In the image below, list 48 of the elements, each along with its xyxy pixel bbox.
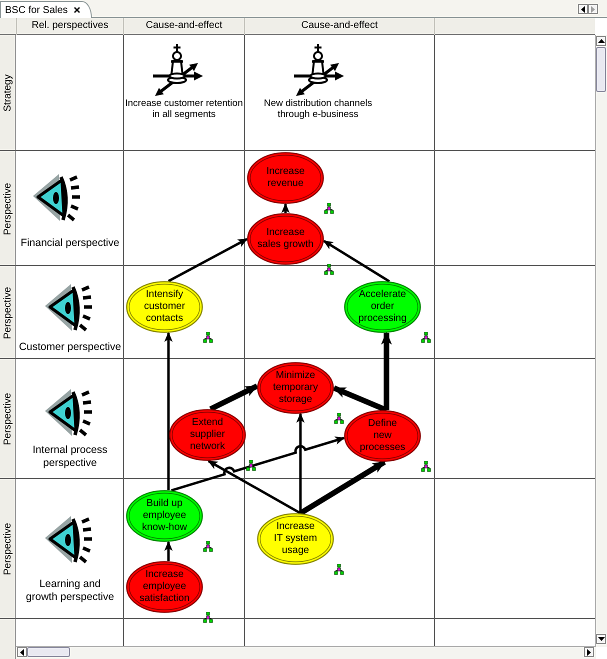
column-header: Rel. perspectives — [16, 18, 124, 35]
arrow — [299, 460, 386, 516]
objective-text: Increase IT system usage — [272, 521, 318, 557]
objective-text: Define new processes — [358, 418, 406, 454]
perspective-name: Learning and growth perspective — [24, 578, 116, 604]
objective-ellipse — [126, 561, 203, 613]
objective-ellipse — [169, 409, 246, 461]
arrow — [208, 460, 302, 514]
arrow — [296, 412, 305, 514]
objective-ellipse — [257, 513, 334, 565]
document-tab: BSC for Sales — [0, 1, 92, 18]
table-row — [0, 359, 595, 479]
arrow — [332, 385, 388, 413]
strategy-text: Increase customer retention in all segments — [124, 98, 244, 120]
perspective-name: Financial perspective — [20, 237, 120, 250]
objective-text: Increase sales growth — [256, 227, 315, 251]
objective-ellipse — [344, 410, 421, 462]
objective-text: Extend supplier network — [188, 417, 226, 453]
arrow — [164, 332, 173, 490]
objective-text: Increase revenue — [265, 166, 306, 190]
perspective-name: Customer perspective — [18, 341, 122, 354]
row-heading: Perspective — [2, 286, 14, 339]
arrow — [171, 436, 346, 492]
objective-ellipse — [257, 362, 334, 414]
objective-ellipse — [344, 281, 421, 333]
objective-text: Minimize temporary storage — [272, 370, 319, 406]
objective-ellipse — [126, 281, 203, 333]
objective-text: Intensify customer contacts — [142, 289, 186, 325]
row-heading: Perspective — [2, 522, 14, 576]
objective-text: Build up employee know-how — [140, 498, 188, 534]
arrow — [281, 203, 290, 213]
strategy-text: New distribution channels through e-business — [262, 98, 374, 120]
column-header: Cause-and-effect — [244, 18, 435, 35]
table-row — [0, 151, 595, 266]
objective-text: Increase employee satisfaction — [138, 569, 191, 605]
arrow — [323, 240, 390, 282]
arrow — [381, 332, 392, 410]
perspective-name: Internal process perspective — [32, 444, 108, 470]
arrow — [168, 238, 248, 282]
arrow — [164, 540, 173, 562]
row-heading: Strategy — [2, 74, 14, 112]
objective-ellipse — [126, 490, 203, 542]
objective-ellipse — [247, 152, 324, 204]
row-heading: Perspective — [2, 182, 14, 235]
objective-text: Accelerate order processing — [357, 289, 408, 325]
row-heading: Perspective — [2, 392, 14, 446]
objective-ellipse — [247, 213, 324, 265]
arrow — [209, 384, 258, 412]
